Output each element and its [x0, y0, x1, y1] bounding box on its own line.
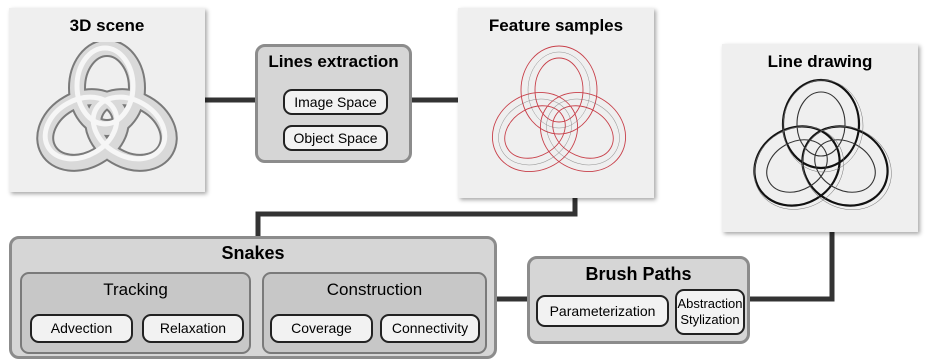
connector-features-to-snakes	[255, 198, 578, 236]
construction-box: Construction Coverage Connectivity	[262, 272, 487, 354]
lines-extraction-box: Lines extraction Image Space Object Spac…	[255, 44, 412, 163]
tracking-title: Tracking	[103, 280, 168, 299]
tracking-box: Tracking Advection Relaxation	[20, 272, 251, 354]
scene-panel: 3D scene	[9, 8, 205, 192]
line-drawing-panel: Line drawing	[722, 44, 918, 232]
object-space-item: Object Space	[283, 125, 388, 151]
feature-samples-title: Feature samples	[488, 16, 624, 35]
connectivity-item: Connectivity	[380, 314, 480, 343]
advection-item: Advection	[30, 314, 133, 343]
feature-knot-image	[491, 45, 627, 173]
line-drawing-title: Line drawing	[767, 52, 873, 71]
lines-extraction-title: Lines extraction	[268, 52, 399, 71]
abstraction-stylization-item: Abstraction Stylization	[675, 289, 745, 335]
construction-title: Construction	[326, 280, 423, 299]
coverage-item: Coverage	[270, 314, 373, 343]
snakes-title: Snakes	[221, 243, 285, 263]
line-drawing-knot-image	[753, 78, 892, 211]
knot-3d-image	[36, 42, 178, 172]
feature-samples-panel: Feature samples	[458, 8, 654, 198]
scene-title: 3D scene	[69, 16, 145, 35]
brush-paths-box: Brush Paths Parameterization Abstraction…	[527, 256, 750, 344]
snakes-box: Snakes Tracking Advection Relaxation Con…	[9, 236, 497, 359]
relaxation-item: Relaxation	[142, 314, 244, 343]
parameterization-item: Parameterization	[536, 295, 669, 327]
connector-brush-to-drawing	[750, 232, 835, 302]
brush-paths-title: Brush Paths	[585, 264, 692, 284]
image-space-item: Image Space	[283, 89, 388, 115]
